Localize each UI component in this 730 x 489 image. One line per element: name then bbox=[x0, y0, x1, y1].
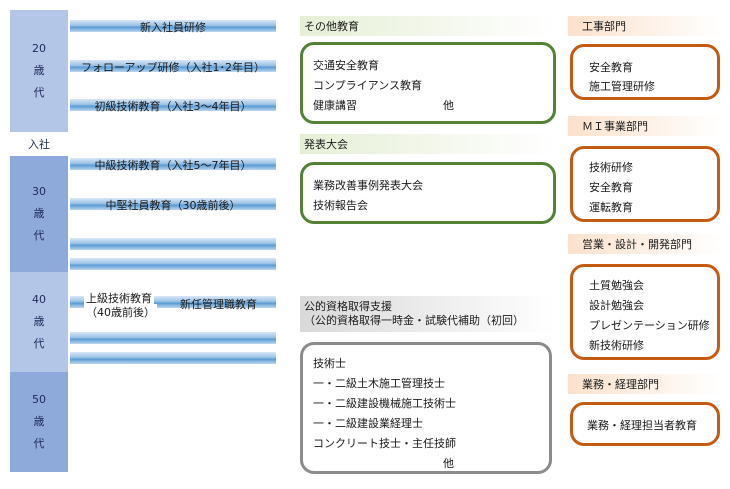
intermediate-tech-education: 中級技術教育（入社5～7年目） bbox=[94, 159, 252, 172]
other-etc: 他 bbox=[443, 99, 454, 112]
construction-box: 安全教育 施工管理研修 bbox=[570, 44, 720, 100]
presentation-header: 発表大会 bbox=[300, 134, 556, 154]
bar-empty-2 bbox=[70, 258, 276, 270]
qualification-item-1: 一・二級土木施工管理技士 bbox=[313, 377, 445, 390]
qualification-title: 公的資格取得支援 bbox=[304, 300, 392, 313]
admin-title: 業務・経理部門 bbox=[582, 378, 659, 391]
age-50s: 50 歳 代 bbox=[10, 372, 68, 472]
presentation-item-improvement: 業務改善事例発表大会 bbox=[313, 179, 423, 192]
age-40s-sai: 歳 bbox=[33, 315, 45, 328]
midlevel-employee-education: 中堅社員教育（30歳前後） bbox=[105, 199, 241, 212]
sales-item-soil: 土質勉強会 bbox=[589, 279, 644, 292]
sales-title: 営業・設計・開発部門 bbox=[582, 238, 692, 251]
qualification-item-4: コンクリート技士・主任技師 bbox=[313, 437, 456, 450]
mi-item-safety: 安全教育 bbox=[589, 181, 633, 194]
bar-empty-3 bbox=[70, 332, 276, 344]
bar-beginner bbox=[70, 99, 276, 111]
bar-new-employee bbox=[70, 20, 276, 32]
qualification-header: 公的資格取得支援 （公的資格取得一時金・試験代補助（初回） bbox=[300, 296, 556, 332]
qualification-subtitle: （公的資格取得一時金・試験代補助（初回） bbox=[304, 314, 524, 327]
sales-item-design: 設計勉強会 bbox=[589, 299, 644, 312]
sales-header: 営業・設計・開発部門 bbox=[568, 234, 722, 254]
mi-header: ＭＩ事業部門 bbox=[568, 116, 722, 136]
mi-item-driving: 運転教育 bbox=[589, 201, 633, 214]
age-30s: 30 歳 代 bbox=[10, 156, 68, 272]
qualification-item-0: 技術士 bbox=[313, 357, 346, 370]
bar-midlevel bbox=[70, 198, 276, 210]
qualification-item-2: 一・二級建設機械施工技術士 bbox=[313, 397, 456, 410]
age-30s-sai: 歳 bbox=[33, 207, 45, 220]
bar-empty-4 bbox=[70, 352, 276, 364]
age-50s-num: 50 bbox=[32, 393, 46, 406]
nyusha-label: 入社 bbox=[28, 138, 50, 151]
age-20s: 20 歳 代 bbox=[10, 10, 68, 132]
other-item-traffic: 交通安全教育 bbox=[313, 59, 379, 72]
new-employee-training: 新入社員研修 bbox=[140, 21, 206, 34]
age-50s-sai: 歳 bbox=[33, 415, 45, 428]
mi-item-tech: 技術研修 bbox=[589, 161, 633, 174]
sales-box: 土質勉強会 設計勉強会 プレゼンテーション研修 新技術研修 bbox=[570, 264, 720, 360]
age-20s-num: 20 bbox=[32, 42, 46, 55]
age-30s-dai: 代 bbox=[33, 229, 45, 242]
age-20s-sai: 歳 bbox=[33, 64, 45, 77]
other-education-box: 交通安全教育 コンプライアンス教育 健康講習 他 bbox=[300, 42, 556, 124]
age-30s-num: 30 bbox=[32, 185, 46, 198]
admin-item-accounting: 業務・経理担当者教育 bbox=[587, 419, 697, 432]
presentation-title: 発表大会 bbox=[304, 138, 348, 151]
other-item-compliance: コンプライアンス教育 bbox=[313, 79, 423, 92]
presentation-box: 業務改善事例発表大会 技術報告会 bbox=[300, 162, 556, 224]
mi-box: 技術研修 安全教育 運転教育 bbox=[570, 146, 720, 222]
sales-item-presentation: プレゼンテーション研修 bbox=[589, 319, 710, 332]
qualification-etc: 他 bbox=[443, 457, 454, 470]
other-item-health: 健康講習 bbox=[313, 99, 357, 112]
advanced-tech-education: 上級技術教育 bbox=[84, 290, 154, 306]
qualification-box: 技術士 一・二級土木施工管理技士 一・二級建設機械施工技術士 一・二級建設業経理… bbox=[300, 342, 552, 474]
age-40s-num: 40 bbox=[32, 293, 46, 306]
bar-followup bbox=[70, 60, 276, 72]
beginner-tech-education: 初級技術教育（入社3～4年目） bbox=[94, 100, 252, 113]
admin-header: 業務・経理部門 bbox=[568, 374, 722, 394]
followup-training: フォローアップ研修（入社1･2年目） bbox=[80, 61, 266, 74]
age-40s: 40 歳 代 bbox=[10, 272, 68, 372]
advanced-tech-education-age: （40歳前後） bbox=[84, 304, 157, 320]
bar-empty-1 bbox=[70, 238, 276, 250]
construction-header: 工事部門 bbox=[568, 16, 722, 36]
other-education-header: その他教育 bbox=[300, 16, 556, 36]
age-40s-dai: 代 bbox=[33, 337, 45, 350]
construction-item-management: 施工管理研修 bbox=[589, 80, 655, 93]
bar-intermediate bbox=[70, 158, 276, 170]
qualification-item-3: 一・二級建設業経理士 bbox=[313, 417, 423, 430]
sales-item-newtech: 新技術研修 bbox=[589, 339, 644, 352]
construction-title: 工事部門 bbox=[582, 20, 626, 33]
mi-title: ＭＩ事業部門 bbox=[582, 120, 648, 133]
presentation-item-tech-report: 技術報告会 bbox=[313, 199, 368, 212]
other-education-title: その他教育 bbox=[304, 20, 359, 33]
new-manager-education: 新任管理職教育 bbox=[180, 298, 257, 311]
age-20s-dai: 代 bbox=[33, 86, 45, 99]
admin-box: 業務・経理担当者教育 bbox=[570, 402, 720, 446]
age-50s-dai: 代 bbox=[33, 437, 45, 450]
construction-item-safety: 安全教育 bbox=[589, 61, 633, 74]
